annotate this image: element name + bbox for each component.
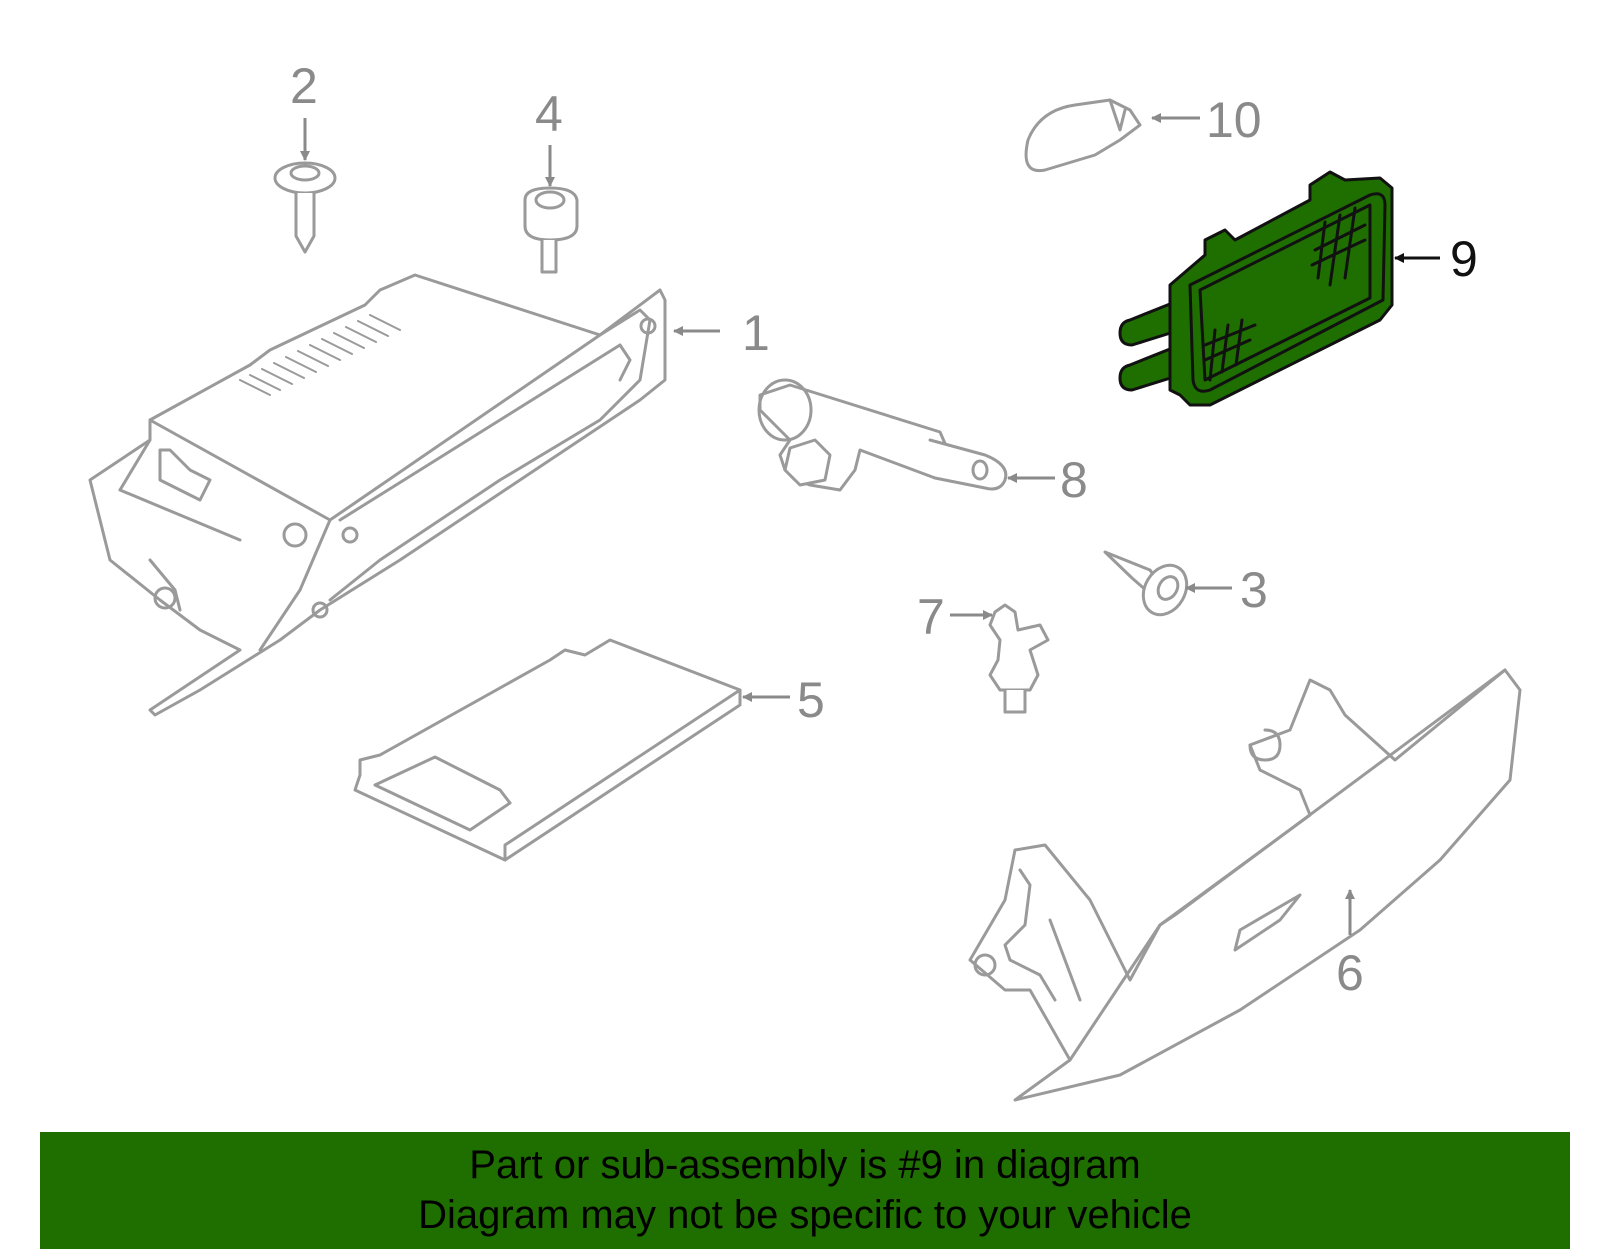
callout-8: 8 xyxy=(1007,452,1088,508)
svg-text:6: 6 xyxy=(1336,945,1364,1001)
callout-6: 6 xyxy=(1336,889,1364,1001)
part-1-glove-box-bin xyxy=(88,273,667,717)
part-8-damper xyxy=(757,378,1008,492)
callout-3: 3 xyxy=(1185,562,1268,618)
callout-10: 10 xyxy=(1151,92,1262,148)
part-3-screw xyxy=(1103,550,1189,617)
part-9-prong-upper xyxy=(1118,298,1182,347)
svg-text:4: 4 xyxy=(535,86,563,142)
callout-7: 7 xyxy=(917,589,993,645)
svg-text:1: 1 xyxy=(742,305,770,361)
part-9-prong-lower xyxy=(1118,343,1182,392)
part-2-screw xyxy=(273,161,337,254)
part-10-bulb xyxy=(1024,98,1142,173)
banner-line-1: Part or sub-assembly is #9 in diagram xyxy=(469,1143,1141,1187)
svg-text:8: 8 xyxy=(1060,452,1088,508)
callout-5: 5 xyxy=(742,672,825,728)
callout-2: 2 xyxy=(290,58,318,161)
banner-line-2: Diagram may not be specific to your vehi… xyxy=(418,1193,1192,1237)
svg-text:3: 3 xyxy=(1240,562,1268,618)
callout-1: 1 xyxy=(673,305,770,361)
svg-text:9: 9 xyxy=(1450,231,1478,287)
callout-9: 9 xyxy=(1394,231,1478,287)
part-7-clip xyxy=(988,603,1050,714)
svg-text:10: 10 xyxy=(1206,92,1262,148)
svg-text:5: 5 xyxy=(797,672,825,728)
svg-text:7: 7 xyxy=(917,589,945,645)
callout-4: 4 xyxy=(535,86,563,187)
svg-text:2: 2 xyxy=(290,58,318,114)
part-4-bumper xyxy=(523,186,579,274)
part-5-liner xyxy=(353,638,742,862)
info-banner: Part or sub-assembly is #9 in diagram Di… xyxy=(40,1132,1570,1249)
part-6-door xyxy=(968,668,1522,1102)
part-9-lamp xyxy=(1118,170,1394,407)
